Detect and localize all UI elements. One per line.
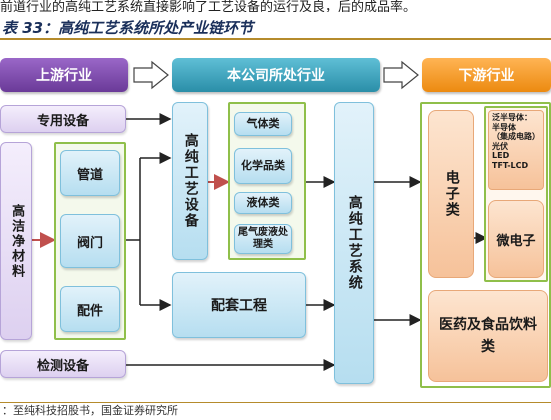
- intro-text: 前道行业的高纯工艺系统直接影响了工艺设备的运行及良，后的成品率。: [0, 0, 417, 12]
- source-note: ：至纯科技招股书，国金证券研究所: [0, 402, 551, 420]
- header-downstream: 下游行业: [422, 58, 551, 92]
- header-arrow-1: [133, 60, 169, 90]
- pharma-food-box: 医药及食品饮料类: [428, 290, 548, 382]
- header-upstream: 上游行业: [0, 58, 128, 92]
- electronics-box: 电子类: [428, 110, 474, 278]
- special-equipment-box: 专用设备: [0, 105, 126, 133]
- microelectronics-box: 微电子: [488, 200, 544, 278]
- downstream-frame: [420, 102, 551, 388]
- material-valve-box: 阀门: [60, 214, 120, 268]
- equipment-gas-box: 气体类: [234, 112, 292, 136]
- material-pipe-box: 管道: [60, 150, 120, 196]
- process-system-box: 高纯工艺系统: [334, 102, 374, 384]
- fork-line: [126, 158, 141, 305]
- table-caption: 表 33：高纯工艺系统所处产业链环节: [0, 16, 551, 40]
- electronics-list-box: 泛半导体： 半导体 （集成电路） 光伏 LED TFT-LCD: [488, 110, 544, 190]
- testing-equipment-box: 检测设备: [0, 350, 126, 378]
- equipment-liquid-box: 液体类: [234, 192, 292, 214]
- supporting-works-box: 配套工程: [172, 272, 306, 338]
- header-arrow-2: [383, 60, 419, 90]
- equipment-chemical-box: 化学品类: [234, 148, 292, 184]
- process-equipment-box: 高纯工艺设备: [172, 102, 208, 260]
- material-fitting-box: 配件: [60, 286, 120, 332]
- equipment-waste-box: 尾气废液处理类: [234, 224, 292, 254]
- header-company: 本公司所处行业: [172, 58, 380, 92]
- high-purity-materials-box: 高洁净材料: [0, 142, 32, 340]
